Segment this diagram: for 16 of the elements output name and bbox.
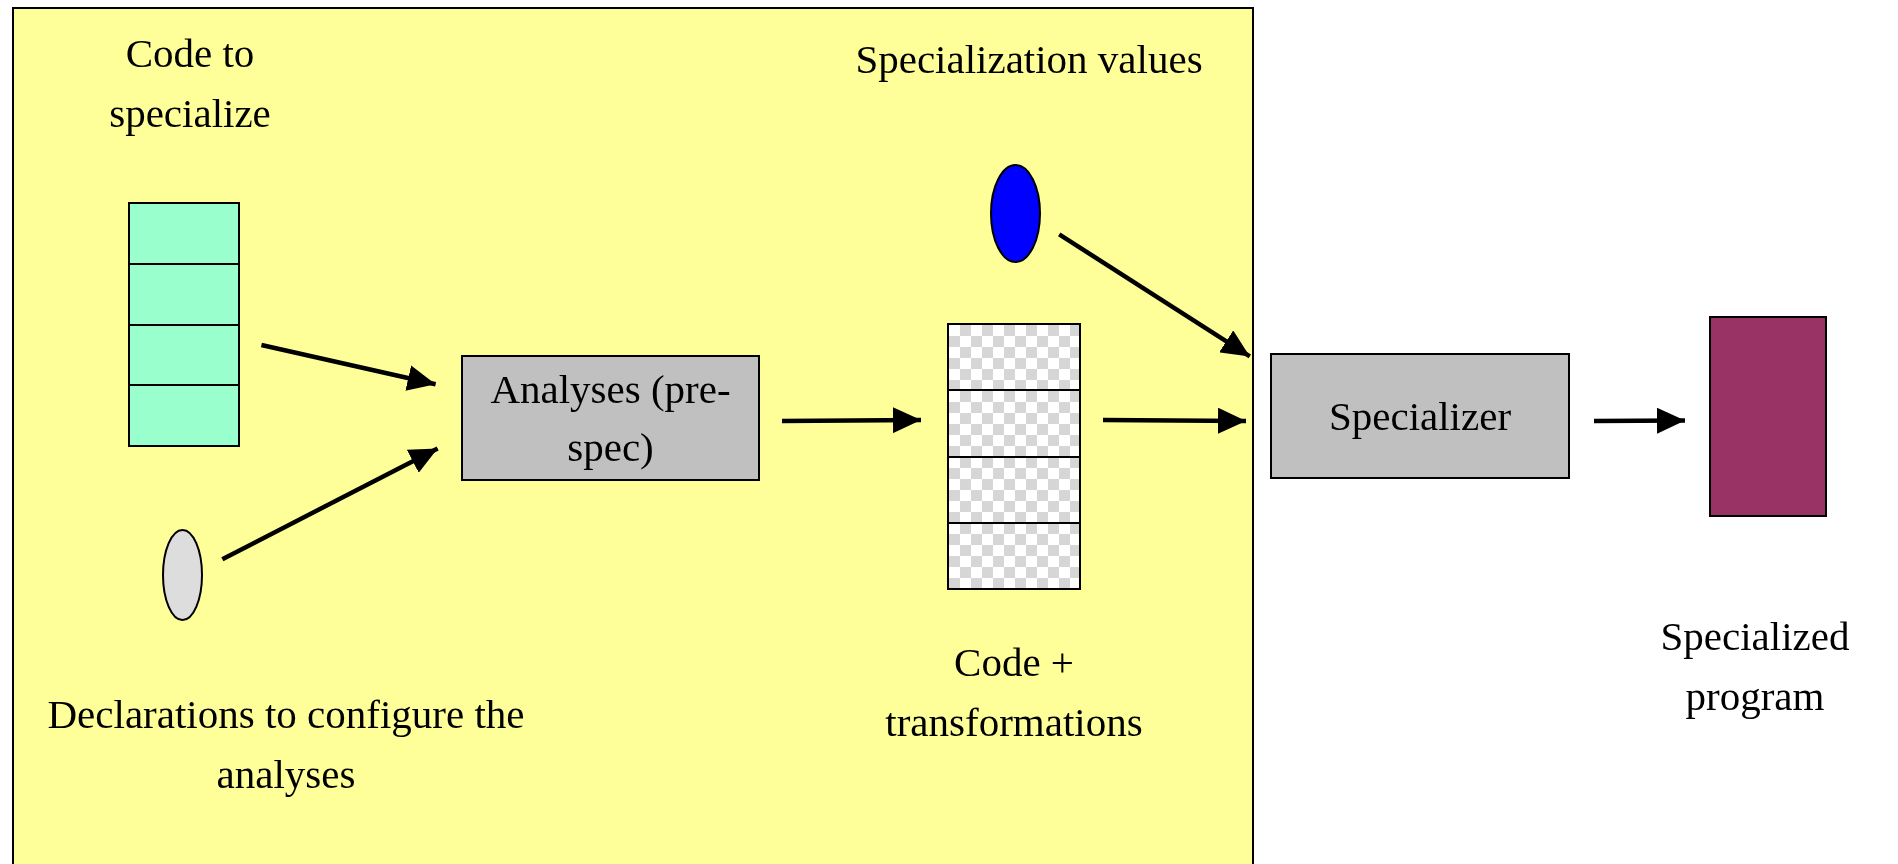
box-label: Analyses (pre-spec) [489,365,732,472]
panel-background [12,7,1254,864]
node-caption: Code to specialize [108,29,272,138]
process-box [461,355,760,481]
arrow [260,342,437,391]
arrow [1058,232,1251,359]
process-box [1270,353,1570,479]
arrow [221,446,439,562]
arrow [1594,407,1685,434]
node-caption: Specialized program [1659,612,1851,721]
box-label: Specializer [1328,392,1512,441]
node-caption: Code + transformations [884,638,1144,747]
arrow [782,407,921,434]
arrow [1103,407,1246,434]
node-caption: Declarations to configure the analyses [46,690,526,799]
node-caption: Specialization values [854,35,1204,84]
